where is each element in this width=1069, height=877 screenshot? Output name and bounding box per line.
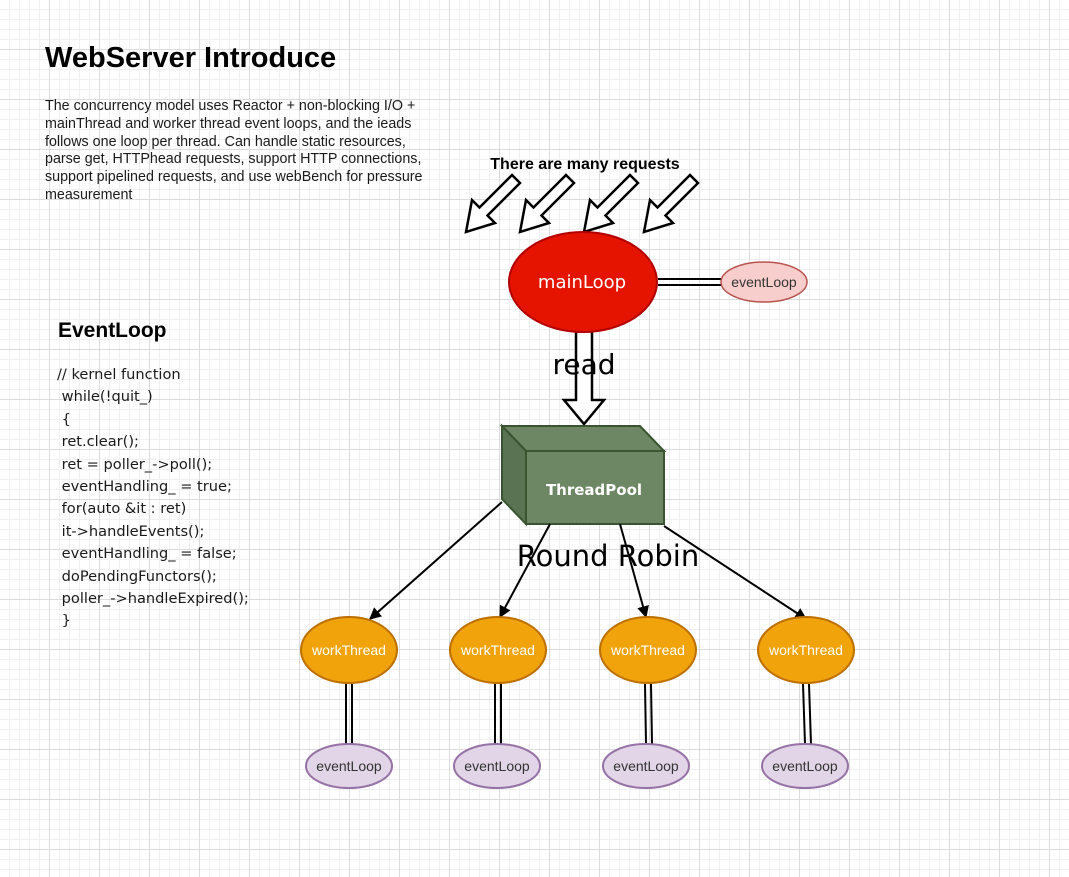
thread-pool-top bbox=[499, 425, 667, 452]
main-loop-node: mainLoop bbox=[508, 231, 658, 333]
code-line: ret = poller_->poll(); bbox=[57, 455, 213, 473]
code-line: it->handleEvents(); bbox=[57, 522, 205, 540]
worker-ellipse bbox=[300, 616, 398, 684]
code-line: eventHandling_ = true; bbox=[57, 478, 232, 496]
worker-ellipse bbox=[757, 616, 855, 684]
worker-event-loop-label: eventLoop bbox=[316, 758, 382, 774]
worker-event-loop-ellipse bbox=[761, 743, 849, 789]
dispatch-arrow-2 bbox=[499, 523, 551, 619]
request-arrow-4 bbox=[642, 173, 700, 234]
request-arrow-1 bbox=[464, 173, 522, 234]
code-line: } bbox=[57, 612, 71, 630]
code-line: // kernel function bbox=[57, 366, 181, 383]
request-arrows bbox=[464, 173, 700, 234]
thread-pool-front bbox=[525, 450, 665, 525]
main-eventloop-link bbox=[658, 278, 722, 286]
dispatch-arrow-3 bbox=[619, 523, 649, 619]
code-line: doPendingFunctors(); bbox=[57, 567, 217, 585]
requests-label: There are many requests bbox=[490, 156, 680, 173]
thread-pool-label: ThreadPool bbox=[546, 481, 642, 499]
code-line: for(auto &it : ret) bbox=[57, 500, 187, 518]
intro-paragraph: The concurrency model uses Reactor + non… bbox=[45, 98, 423, 203]
read-arrow bbox=[561, 329, 607, 426]
worker-event-loop-ellipse bbox=[453, 743, 541, 789]
code-line: while(!quit_) bbox=[57, 388, 153, 406]
dispatch-arrow-4 bbox=[663, 525, 808, 620]
eventloop-heading: EventLoop bbox=[58, 319, 167, 342]
worker-4: workThread eventLoop bbox=[757, 616, 855, 789]
main-loop-label: mainLoop bbox=[538, 272, 626, 293]
worker-label: workThread bbox=[311, 642, 386, 658]
code-line: ret.clear(); bbox=[57, 433, 139, 451]
worker-event-loop-label: eventLoop bbox=[772, 758, 838, 774]
worker-label: workThread bbox=[768, 642, 843, 658]
main-event-loop-node: eventLoop bbox=[720, 261, 808, 303]
main-event-loop-label: eventLoop bbox=[731, 274, 797, 290]
main-event-loop-ellipse bbox=[720, 261, 808, 303]
page-title: WebServer Introduce bbox=[45, 42, 337, 74]
worker-event-loop-ellipse bbox=[305, 743, 393, 789]
code-line: poller_->handleExpired(); bbox=[57, 590, 249, 608]
read-label: read bbox=[552, 348, 615, 381]
request-arrow-3 bbox=[582, 173, 640, 234]
worker-label: workThread bbox=[610, 642, 685, 658]
worker-2: workThread eventLoop bbox=[449, 616, 547, 789]
dispatch-arrow-1 bbox=[369, 501, 503, 620]
worker-label: workThread bbox=[460, 642, 535, 658]
worker-ellipse bbox=[449, 616, 547, 684]
code-line: { bbox=[57, 410, 71, 428]
worker-ellipse bbox=[599, 616, 697, 684]
worker-event-loop-label: eventLoop bbox=[464, 758, 530, 774]
code-line: eventHandling_ = false; bbox=[57, 545, 237, 563]
round-robin-label: Round Robin bbox=[517, 539, 699, 573]
main-loop-ellipse bbox=[508, 231, 658, 333]
eventloop-code-block: // kernel function while(!quit_) { ret.c… bbox=[57, 364, 249, 633]
worker-event-loop-label: eventLoop bbox=[613, 758, 679, 774]
worker-1: workThread eventLoop bbox=[300, 616, 398, 789]
thread-pool-node: ThreadPool bbox=[499, 423, 667, 527]
dispatch-arrows bbox=[369, 501, 808, 620]
request-arrow-2 bbox=[518, 173, 576, 234]
worker-event-loop-ellipse bbox=[602, 743, 690, 789]
worker-3: workThread eventLoop bbox=[599, 616, 697, 789]
